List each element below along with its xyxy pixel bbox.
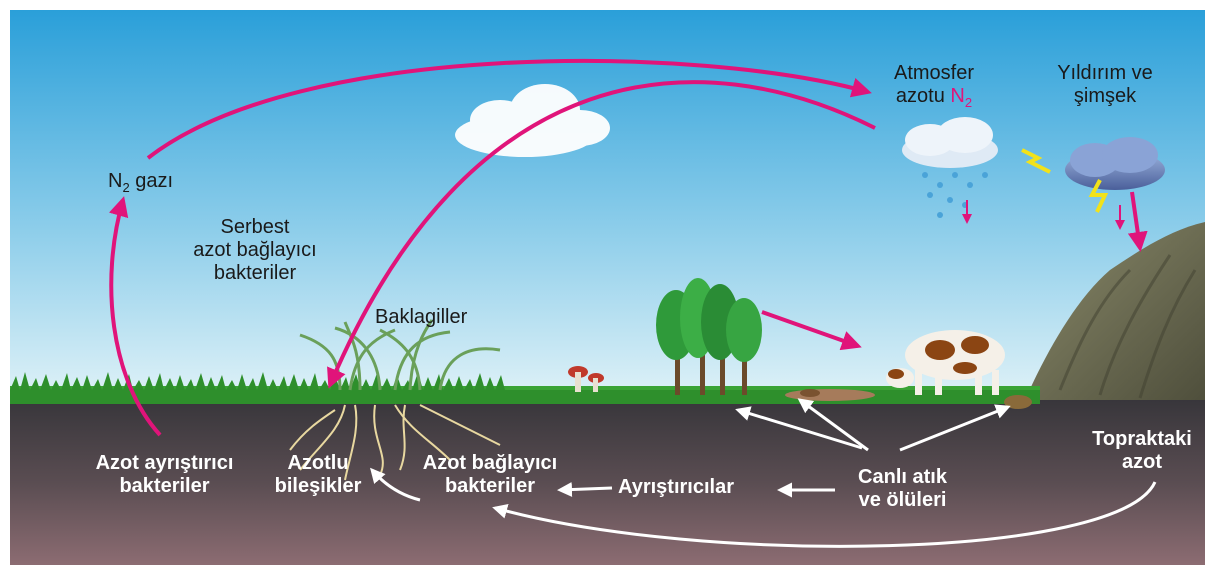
- ayristiricilar-label: Ayrıştırıcılar: [618, 476, 734, 499]
- n2-gazi-subscript: 2: [122, 180, 129, 195]
- azot-baglayici-line2: bakteriler: [400, 475, 580, 498]
- n2-gazi-symbol: N: [108, 170, 122, 192]
- n2-gazi-text: gazı: [135, 170, 173, 192]
- atmosfer-n2: N2: [950, 85, 972, 107]
- yildirim-line1: Yıldırım ve: [1040, 62, 1170, 85]
- azot-ayristirici-label: Azot ayrıştırıcı bakteriler: [72, 452, 257, 498]
- azot-ayristirici-line2: bakteriler: [72, 475, 257, 498]
- atmosfer-line2: azotu: [896, 85, 945, 107]
- azotlu-label: Azotlu bileşikler: [258, 452, 378, 498]
- azotlu-line2: bileşikler: [258, 475, 378, 498]
- azot-baglayici-line1: Azot bağlayıcı: [400, 452, 580, 475]
- serbest-line2: azot bağlayıcı: [175, 239, 335, 262]
- yildirim-label: Yıldırım ve şimşek: [1040, 62, 1170, 108]
- sky-background: [10, 10, 1205, 405]
- serbest-line1: Serbest: [175, 216, 335, 239]
- topraktaki-line1: Topraktaki: [1078, 428, 1206, 451]
- baklagiller-label: Baklagiller: [375, 306, 467, 329]
- atmosfer-line2-wrap: azotu N2: [874, 85, 994, 111]
- azot-ayristirici-line1: Azot ayrıştırıcı: [72, 452, 257, 475]
- canli-line2: ve ölüleri: [835, 489, 970, 512]
- topraktaki-label: Topraktaki azot: [1078, 428, 1206, 474]
- yildirim-line2: şimşek: [1040, 85, 1170, 108]
- azotlu-line1: Azotlu: [258, 452, 378, 475]
- azot-baglayici-label: Azot bağlayıcı bakteriler: [400, 452, 580, 498]
- serbest-line3: bakteriler: [175, 262, 335, 285]
- serbest-label: Serbest azot bağlayıcı bakteriler: [175, 216, 335, 285]
- dung-pile: [1004, 395, 1032, 409]
- dead-animal: [785, 389, 875, 401]
- n2-gazi-label: N2 gazı: [108, 170, 173, 196]
- canli-label: Canlı atık ve ölüleri: [835, 466, 970, 512]
- atmosfer-n2-subscript: 2: [965, 95, 972, 110]
- atmosfer-label: Atmosfer azotu N2: [874, 62, 994, 111]
- topraktaki-line2: azot: [1078, 451, 1206, 474]
- atmosfer-line1: Atmosfer: [874, 62, 994, 85]
- atmosfer-n2-symbol: N: [950, 85, 964, 107]
- canli-line1: Canlı atık: [835, 466, 970, 489]
